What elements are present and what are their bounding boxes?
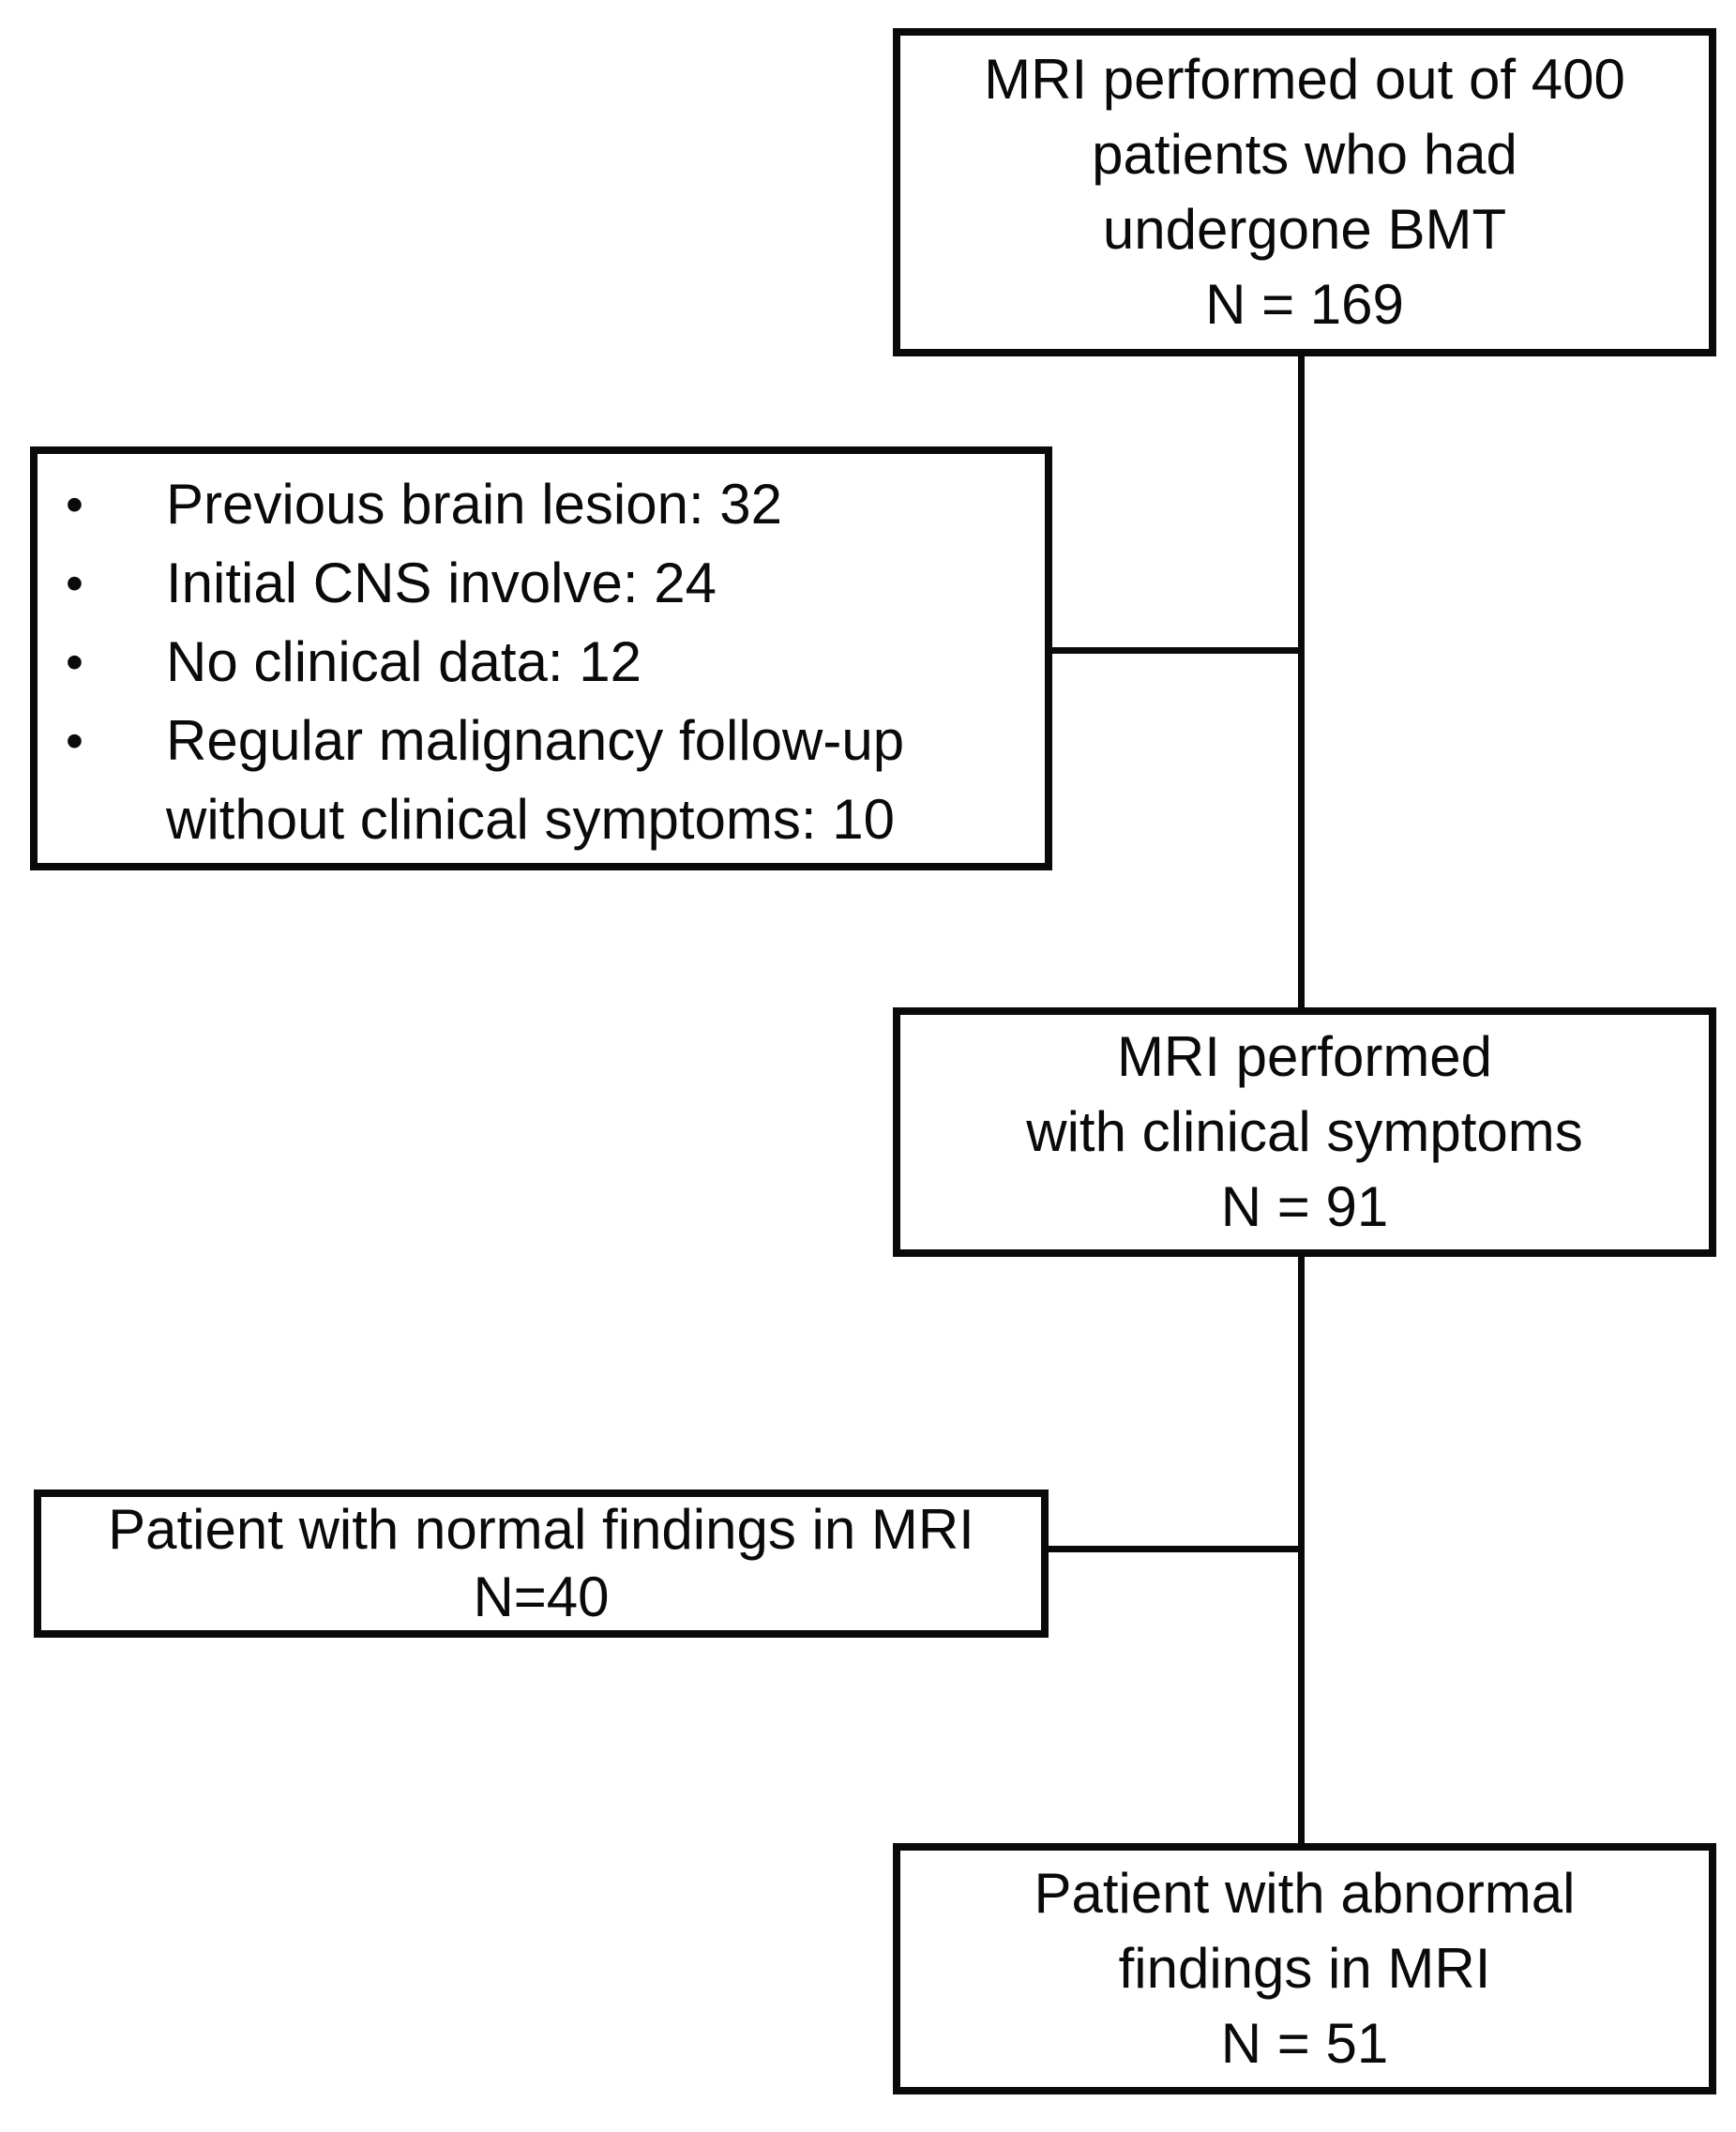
box-text-line: patients who had [1092,123,1517,186]
list-item: • Regular malignancy follow-up without c… [66,702,1035,859]
connector-exclusion-branch [1052,647,1298,654]
box-normal-findings: Patient with normal findings in MRI N=40 [34,1489,1049,1638]
box-exclusion-criteria: • Previous brain lesion: 32 • Initial CN… [30,446,1052,870]
list-item: • Initial CNS involve: 24 [66,544,1035,623]
bullet-icon: • [66,476,83,533]
exclusion-text: No clinical data: 12 [166,630,642,693]
box-mri-performed-total: MRI performed out of 400 patients who ha… [893,28,1716,356]
exclusion-text: Regular malignancy follow-up without cli… [166,709,905,851]
bullet-icon: • [66,634,83,690]
connector-top-to-middle [1298,356,1305,1007]
box-text-line: findings in MRI [1118,1937,1491,2000]
box-count-label: N = 169 [1205,273,1404,336]
box-count-label: N = 51 [1220,2012,1389,2075]
bullet-icon: • [66,555,83,612]
exclusion-list: • Previous brain lesion: 32 • Initial CN… [38,465,1045,859]
connector-middle-to-bottom [1298,1257,1305,1843]
box-text-line: MRI performed out of 400 [984,48,1625,111]
box-text-line: Patient with normal findings in MRI [108,1498,974,1561]
box-count-label: N = 91 [1220,1175,1389,1238]
exclusion-text: Previous brain lesion: 32 [166,473,783,536]
box-text-line: with clinical symptoms [1026,1100,1583,1163]
box-abnormal-findings: Patient with abnormal findings in MRI N … [893,1843,1716,2094]
connector-normal-branch [1049,1546,1298,1552]
list-item: • Previous brain lesion: 32 [66,465,1035,544]
box-text-line: Patient with abnormal [1034,1862,1576,1925]
box-count-label: N=40 [473,1565,610,1628]
exclusion-text: Initial CNS involve: 24 [166,552,717,614]
box-mri-with-symptoms: MRI performed with clinical symptoms N =… [893,1007,1716,1257]
bullet-icon: • [66,713,83,769]
list-item: • No clinical data: 12 [66,623,1035,702]
box-text-line: undergone BMT [1102,198,1507,261]
box-text-line: MRI performed [1116,1025,1493,1088]
